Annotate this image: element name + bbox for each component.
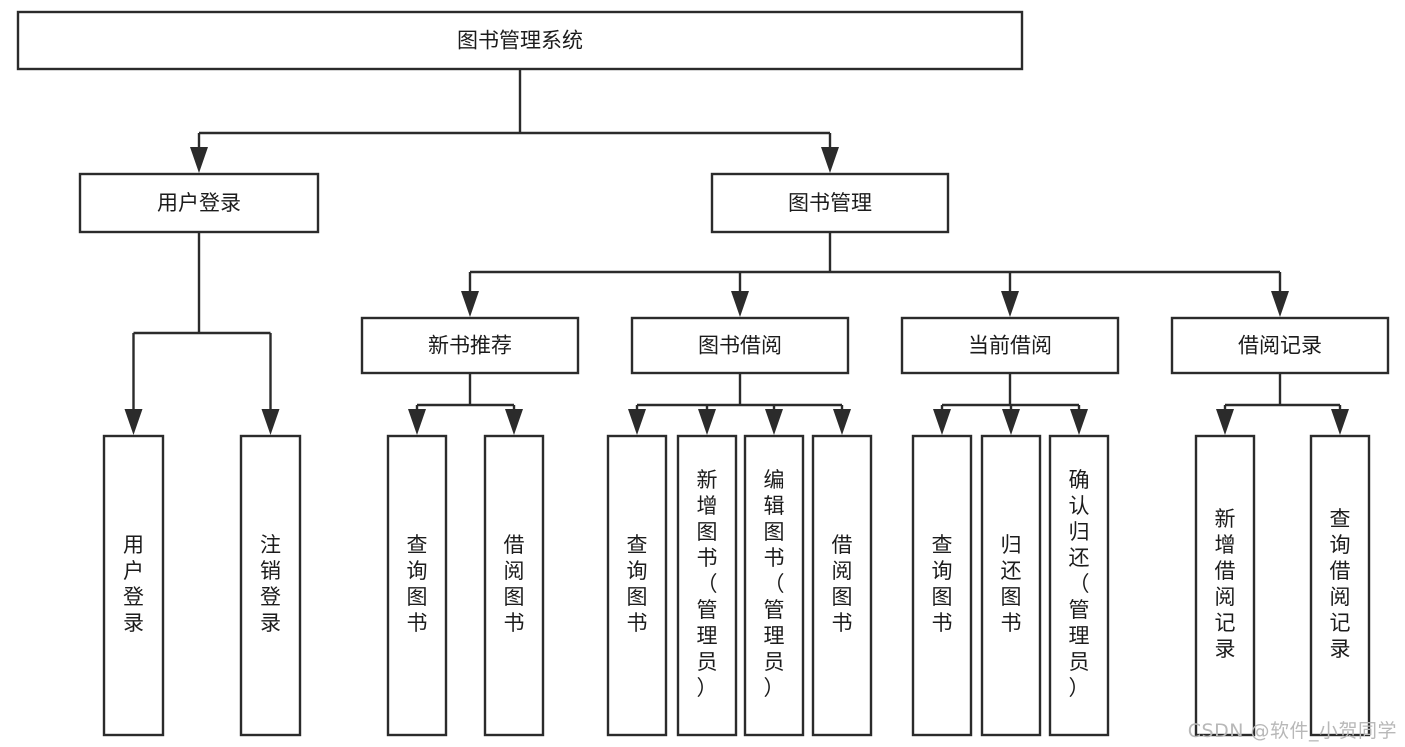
node-user-login[interactable]: 用户登录: [78, 172, 320, 234]
node-cb-query-book[interactable]: 查询图书: [911, 434, 973, 737]
node-new-book-recommend[interactable]: 新书推荐: [360, 316, 580, 375]
node-label-user-login: 用户登录: [157, 191, 241, 215]
node-cb-confirm-return[interactable]: 确认归还（管理员）: [1048, 434, 1110, 737]
node-book-management[interactable]: 图书管理: [710, 172, 950, 234]
node-box-bb-borrow-book: [811, 434, 873, 737]
arrow-head-icon-bb-borrow-book: [833, 409, 851, 435]
node-bb-query-book[interactable]: 查询图书: [606, 434, 668, 737]
edges-layer: [124, 69, 1349, 435]
arrow-head-icon-user-login-leaf: [124, 409, 143, 435]
node-root[interactable]: 图书管理系统: [16, 10, 1024, 71]
node-box-cb-confirm-return: [1048, 434, 1110, 737]
node-br-query-record[interactable]: 查询借阅记录: [1309, 434, 1371, 737]
node-label-bb-query-book: 查询图书: [627, 533, 648, 635]
node-br-add-record[interactable]: 新增借阅记录: [1194, 434, 1256, 737]
node-user-login-leaf[interactable]: 用户登录: [102, 434, 165, 737]
node-bb-edit-book[interactable]: 编辑图书（管理员）: [743, 434, 805, 737]
node-label-bb-edit-book: 编辑图书（管理员）: [764, 468, 785, 700]
node-label-cb-return-book: 归还图书: [1001, 533, 1022, 635]
arrow-head-icon-bb-edit-book: [765, 409, 783, 435]
node-nbr-borrow-book[interactable]: 借阅图书: [483, 434, 545, 737]
node-box-borrow-record: [1170, 316, 1390, 375]
node-label-borrow-record: 借阅记录: [1238, 334, 1322, 358]
arrow-head-icon-user-login: [190, 147, 208, 173]
node-label-bb-add-book: 新增图书（管理员）: [697, 468, 718, 700]
arrow-head-icon-bb-add-book: [698, 409, 716, 435]
arrow-head-icon-cb-query-book: [933, 409, 951, 435]
arrow-head-icon-borrow-record: [1271, 291, 1289, 317]
node-box-book-management: [710, 172, 950, 234]
node-nbr-query-book[interactable]: 查询图书: [386, 434, 448, 737]
node-label-cb-query-book: 查询图书: [932, 533, 953, 635]
node-label-nbr-borrow-book: 借阅图书: [504, 533, 525, 635]
arrow-head-icon-current-borrow: [1001, 291, 1019, 317]
node-box-cb-query-book: [911, 434, 973, 737]
node-box-br-add-record: [1194, 434, 1256, 737]
node-label-root: 图书管理系统: [457, 29, 583, 53]
node-box-book-borrow: [630, 316, 850, 375]
node-user-logout-leaf[interactable]: 注销登录: [239, 434, 302, 737]
node-label-new-book-recommend: 新书推荐: [428, 334, 512, 358]
node-box-bb-query-book: [606, 434, 668, 737]
arrow-head-icon-cb-return-book: [1002, 409, 1020, 435]
node-box-bb-add-book: [676, 434, 738, 737]
node-box-user-login: [78, 172, 320, 234]
node-box-new-book-recommend: [360, 316, 580, 375]
arrow-head-icon-nbr-query-book: [408, 409, 426, 435]
arrow-head-icon-book-borrow: [731, 291, 749, 317]
csdn-watermark: CSDN @软件_小贺同学: [1187, 720, 1397, 742]
node-cb-return-book[interactable]: 归还图书: [980, 434, 1042, 737]
node-box-nbr-borrow-book: [483, 434, 545, 737]
node-label-book-borrow: 图书借阅: [698, 334, 782, 358]
node-label-cb-confirm-return: 确认归还（管理员）: [1069, 468, 1090, 700]
node-borrow-record[interactable]: 借阅记录: [1170, 316, 1390, 375]
nodes-layer: 图书管理系统用户登录用户登录注销登录图书管理新书推荐查询图书借阅图书图书借阅查询…: [16, 10, 1390, 737]
node-label-bb-borrow-book: 借阅图书: [832, 533, 853, 635]
node-box-user-logout-leaf: [239, 434, 302, 737]
arrow-head-icon-br-add-record: [1216, 409, 1234, 435]
node-box-bb-edit-book: [743, 434, 805, 737]
node-label-nbr-query-book: 查询图书: [407, 533, 428, 635]
arrow-head-icon-user-logout-leaf: [261, 409, 280, 435]
node-label-br-add-record: 新增借阅记录: [1215, 507, 1236, 661]
arrow-head-icon-br-query-record: [1331, 409, 1349, 435]
node-box-root: [16, 10, 1024, 71]
arrow-head-icon-nbr-borrow-book: [505, 409, 523, 435]
node-box-cb-return-book: [980, 434, 1042, 737]
node-box-current-borrow: [900, 316, 1120, 375]
node-bb-add-book[interactable]: 新增图书（管理员）: [676, 434, 738, 737]
arrow-head-icon-cb-confirm-return: [1070, 409, 1088, 435]
node-box-user-login-leaf: [102, 434, 165, 737]
node-label-user-logout-leaf: 注销登录: [260, 533, 281, 635]
node-bb-borrow-book[interactable]: 借阅图书: [811, 434, 873, 737]
node-book-borrow[interactable]: 图书借阅: [630, 316, 850, 375]
arrow-head-icon-bb-query-book: [628, 409, 646, 435]
node-current-borrow[interactable]: 当前借阅: [900, 316, 1120, 375]
node-box-br-query-record: [1309, 434, 1371, 737]
node-box-nbr-query-book: [386, 434, 448, 737]
node-label-book-management: 图书管理: [788, 191, 872, 215]
node-label-current-borrow: 当前借阅: [968, 334, 1052, 358]
arrow-head-icon-book-management: [821, 147, 839, 173]
node-label-user-login-leaf: 用户登录: [123, 533, 144, 635]
node-label-br-query-record: 查询借阅记录: [1330, 507, 1351, 661]
arrow-head-icon-new-book-recommend: [461, 291, 479, 317]
